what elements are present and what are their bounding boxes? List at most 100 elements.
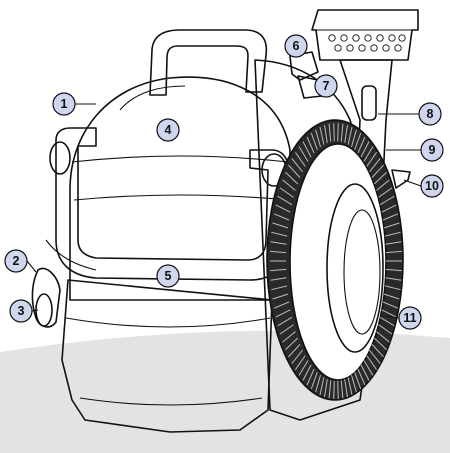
machine-main-body <box>61 76 291 433</box>
callout-2-label: 2 <box>13 254 20 268</box>
callout-9-label: 9 <box>429 143 436 157</box>
hose-rib <box>379 195 395 206</box>
hose-rib <box>315 129 321 148</box>
callout-10[interactable]: 10 <box>420 174 444 198</box>
hose-rib <box>288 344 301 358</box>
callout-4-label: 4 <box>165 123 172 137</box>
hose-rib <box>340 380 344 399</box>
callout-11[interactable]: 11 <box>398 306 422 330</box>
leader-2 <box>26 260 37 273</box>
hose-rib <box>382 213 399 221</box>
hose-rib <box>357 136 366 154</box>
hose-rib <box>360 141 370 158</box>
callout-2[interactable]: 2 <box>4 249 28 273</box>
hose-rib <box>383 293 400 300</box>
hose-rib <box>340 123 344 142</box>
hose-rib <box>298 360 309 376</box>
hose-rib <box>310 132 318 150</box>
hose-rib <box>366 152 378 167</box>
hose-rib <box>302 364 312 381</box>
hose-rib <box>369 349 381 364</box>
leader-10 <box>403 179 422 187</box>
cord-wrap <box>31 267 61 328</box>
hose-rib <box>351 129 357 148</box>
hose-rib <box>354 372 362 390</box>
hose-rib <box>328 123 332 142</box>
hose-rib <box>369 158 381 173</box>
hose-rib <box>270 268 287 272</box>
callout-6-label: 6 <box>293 39 300 53</box>
hose-rib <box>385 241 402 245</box>
hose-rib <box>272 293 289 300</box>
callout-5[interactable]: 5 <box>156 264 180 288</box>
hose-rib <box>385 250 402 254</box>
hose-rib <box>319 377 325 396</box>
hose-rib <box>337 123 339 142</box>
hose-rib <box>324 125 328 143</box>
hose-rib <box>272 222 289 229</box>
hose-rib <box>357 368 366 386</box>
leader-11 <box>385 315 400 319</box>
carry-handle <box>149 29 268 96</box>
hose-rib <box>378 324 393 335</box>
hose-rib <box>373 171 387 185</box>
callout-4[interactable]: 4 <box>156 118 180 142</box>
hose-rib <box>270 250 287 254</box>
hose-rib <box>363 360 374 376</box>
hose-rib <box>294 152 306 167</box>
hose-rib <box>277 195 293 206</box>
hose-rib <box>275 204 291 213</box>
hand-tool <box>311 9 419 211</box>
hose-rib <box>279 324 294 335</box>
hose-rib <box>363 146 374 162</box>
hose-rib <box>351 374 357 393</box>
hose-rib <box>371 344 384 358</box>
hose-ribs <box>270 123 402 399</box>
hose-rib <box>315 374 321 393</box>
hose-rib <box>347 126 353 145</box>
callout-8[interactable]: 8 <box>418 102 442 126</box>
hose-rib <box>382 301 399 309</box>
hose-rib <box>381 204 397 213</box>
hose-rib <box>376 179 390 191</box>
hose-rib <box>294 355 306 370</box>
hose-rib <box>282 179 296 191</box>
hose-rib <box>376 331 390 343</box>
hose-rib <box>273 301 290 309</box>
leader-3 <box>31 309 39 312</box>
callout-1[interactable]: 1 <box>52 92 76 116</box>
hose-rib <box>270 277 287 281</box>
hose-rib <box>291 158 303 173</box>
hose-rib <box>271 231 288 237</box>
callout-6[interactable]: 6 <box>284 34 308 58</box>
hose-rib <box>373 337 387 351</box>
hose-rib <box>306 136 315 154</box>
hose-rib <box>344 379 348 397</box>
hose-rib <box>381 309 397 318</box>
callout-3-label: 3 <box>18 304 25 318</box>
hose-rib <box>379 316 395 327</box>
callout-3[interactable]: 3 <box>9 299 33 323</box>
hose-rib <box>271 285 288 291</box>
callout-7-label: 7 <box>323 79 330 93</box>
hose-rib <box>270 241 287 245</box>
callout-7[interactable]: 7 <box>314 74 338 98</box>
hose-rib <box>333 380 335 399</box>
hose-rib <box>384 231 401 237</box>
callout-8-label: 8 <box>427 107 434 121</box>
hose-rib <box>378 187 393 198</box>
hose-rib <box>385 268 402 272</box>
hose-rib <box>384 285 401 291</box>
hose-ring <box>266 119 404 401</box>
callout-9[interactable]: 9 <box>420 138 444 162</box>
hose-rib <box>302 141 312 158</box>
hose-rib <box>277 316 293 327</box>
callout-1-label: 1 <box>61 97 68 111</box>
tool-bristles <box>328 34 406 52</box>
hose-rib <box>273 213 290 221</box>
hose-rib <box>337 380 339 399</box>
hose-rib <box>275 309 291 318</box>
hose-rib <box>354 132 362 150</box>
hose-rib <box>385 277 402 281</box>
